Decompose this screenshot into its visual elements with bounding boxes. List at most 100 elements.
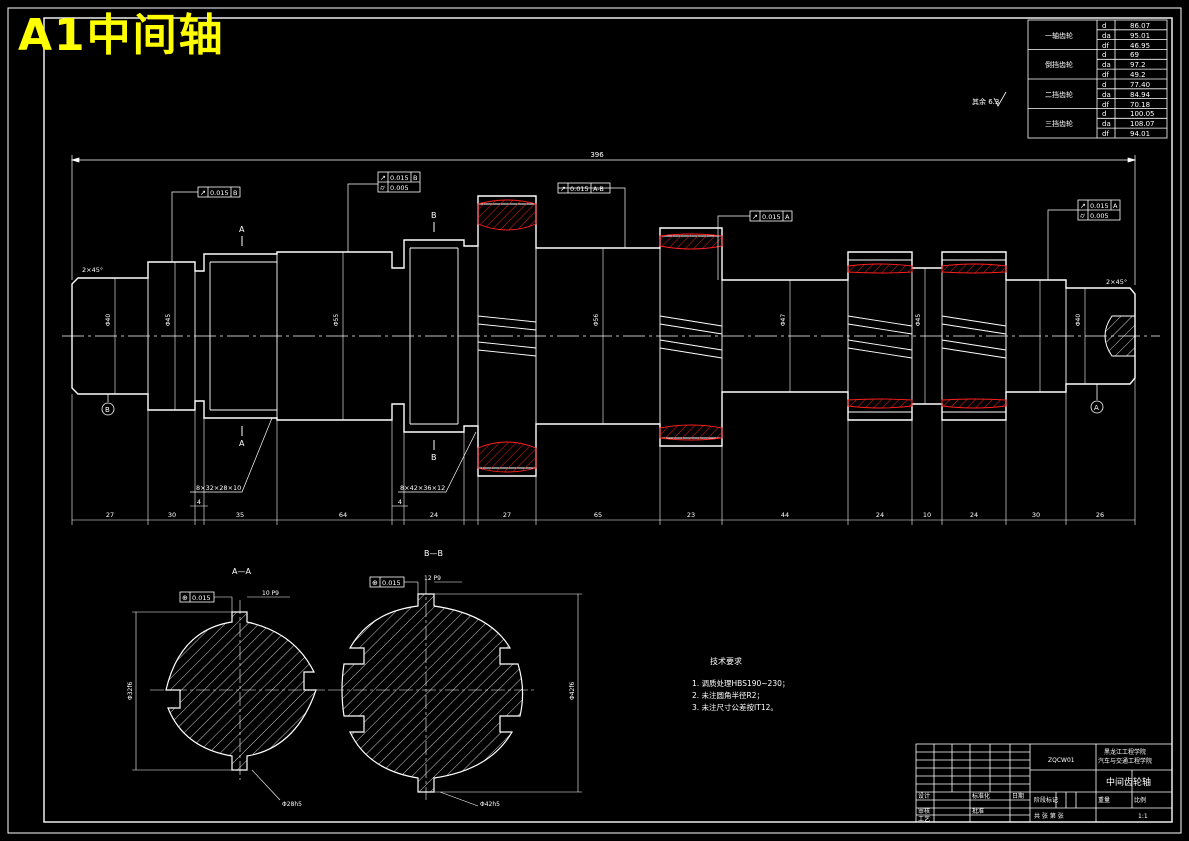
gear-table-text: 一轴齿轮 倒挡齿轮 二挡齿轮 三挡齿轮 d 86.07 da 95.01 df … [1045, 22, 1155, 138]
section-bb-title: B—B [424, 549, 443, 558]
gear-param: d [1102, 110, 1106, 118]
svg-text:4: 4 [398, 498, 402, 506]
tech-req-title: 技术要求 [710, 656, 742, 666]
svg-text:↗: ↗ [1080, 202, 1086, 210]
gear-value: 46.95 [1130, 42, 1150, 50]
svg-text:10: 10 [923, 511, 931, 519]
svg-text:⊕: ⊕ [372, 579, 378, 587]
spline-callout: 8×32×28×10 [196, 484, 241, 492]
tolerance-frame: ↗ 0.015 B [197, 186, 241, 198]
diameter-label: Φ56 [593, 314, 600, 327]
gear-group-label: 三挡齿轮 [1045, 119, 1073, 128]
gear-group-label: 倒挡齿轮 [1045, 60, 1073, 69]
diameter-label: Φ45 [915, 314, 922, 327]
outer-border [7, 7, 1182, 834]
tolerance-frame: ↗ 0.015 B ⌭ 0.005 [377, 171, 421, 193]
svg-text:26: 26 [1096, 511, 1104, 519]
svg-text:4: 4 [197, 498, 201, 506]
diameter-label: Φ40 [105, 314, 112, 327]
gear-value: 69 [1130, 51, 1139, 59]
spline-leaders [190, 417, 477, 493]
date-label: 日期 [1012, 792, 1024, 800]
section-aa-title: A—A [232, 567, 251, 576]
gear-param: da [1102, 120, 1111, 128]
gear-value: 84.94 [1130, 91, 1151, 99]
tech-req-item: 3. 未注尺寸公差按IT12。 [692, 702, 778, 712]
svg-text:27: 27 [503, 511, 511, 519]
diameter-dims [114, 248, 1086, 424]
svg-text:⌭: ⌭ [1080, 212, 1085, 220]
gear-value: 77.40 [1130, 81, 1150, 89]
svg-text:0.015: 0.015 [570, 185, 589, 193]
chamfer-label: 2×45° [82, 266, 103, 274]
bottom-dimension-labels: 27 30 4 35 64 4 24 27 65 23 44 24 10 24 … [106, 498, 1104, 519]
standard-label: 标准化 [972, 792, 990, 800]
gear-data-table [1027, 19, 1168, 139]
gear-value: 86.07 [1130, 22, 1150, 30]
svg-text:0.015: 0.015 [210, 189, 229, 197]
svg-text:A: A [1113, 202, 1118, 210]
part-name: 中间齿轮轴 [1106, 776, 1151, 788]
svg-text:Φ28h5: Φ28h5 [282, 801, 302, 808]
tolerance-frame: ↗ 0.015 A ⌭ 0.005 [1077, 199, 1121, 221]
diameter-label: Φ40 [1075, 314, 1082, 327]
svg-text:↗: ↗ [380, 174, 386, 182]
scale-value: 1:1 [1138, 813, 1148, 820]
svg-text:35: 35 [236, 511, 244, 519]
gear-value: 108.07 [1130, 120, 1155, 128]
tech-req-item: 2. 未注圆角半径R2； [692, 690, 764, 700]
svg-text:0.015: 0.015 [390, 174, 409, 182]
svg-text:↗: ↗ [200, 189, 206, 197]
diameter-label: Φ45 [165, 314, 172, 327]
gear-param: df [1102, 130, 1109, 138]
svg-text:0.005: 0.005 [390, 184, 409, 192]
gear-value: 94.01 [1130, 130, 1150, 138]
svg-text:64: 64 [339, 511, 347, 519]
svg-text:0.015: 0.015 [382, 579, 401, 587]
review-label: 审核 [918, 807, 930, 815]
gear-param: df [1102, 71, 1109, 79]
svg-text:30: 30 [168, 511, 176, 519]
svg-text:↗: ↗ [752, 213, 758, 221]
center-hole [1104, 315, 1136, 357]
overall-dimension [70, 155, 1137, 285]
gear-value: 49.2 [1130, 71, 1146, 79]
svg-text:0.015: 0.015 [192, 594, 211, 602]
gear-param: da [1102, 61, 1111, 69]
svg-text:Φ42f6: Φ42f6 [569, 682, 576, 700]
sheet-info: 共 张 第 张 [1034, 812, 1064, 820]
svg-text:⌭: ⌭ [380, 184, 385, 192]
tech-req-item: 1. 调质处理HBS190~230； [692, 678, 789, 688]
tolerance-leaders [147, 183, 1078, 280]
svg-text:44: 44 [781, 511, 789, 519]
svg-text:24: 24 [970, 511, 978, 519]
section-cut-markers [241, 222, 435, 450]
svg-text:↗: ↗ [560, 185, 566, 193]
title-block [915, 743, 1173, 823]
svg-text:23: 23 [687, 511, 695, 519]
diameter-label: Φ55 [333, 314, 340, 327]
technical-requirements: 技术要求 1. 调质处理HBS190~230； 2. 未注圆角半径R2； 3. … [692, 656, 789, 712]
svg-text:0.015: 0.015 [1090, 202, 1109, 210]
spline-callout: 8×42×36×12 [400, 484, 445, 492]
svg-text:0.015: 0.015 [762, 213, 781, 221]
datum-a: A [1090, 384, 1104, 414]
svg-text:30: 30 [1032, 511, 1040, 519]
section-label-a-top: A [239, 225, 245, 234]
school-name: 黑龙江工程学院 [1104, 748, 1146, 756]
svg-text:B: B [233, 189, 237, 197]
section-label-b-top: B [431, 211, 437, 220]
gear-group-label: 二挡齿轮 [1045, 90, 1073, 99]
diameter-labels: Φ40 Φ45 Φ55 Φ56 Φ47 Φ45 Φ40 [105, 314, 1082, 327]
svg-text:Φ32f6: Φ32f6 [127, 682, 134, 700]
gear-value: 100.05 [1130, 110, 1155, 118]
gear-param: df [1102, 42, 1109, 50]
gear-group-label: 一轴齿轮 [1045, 31, 1073, 40]
svg-text:27: 27 [106, 511, 114, 519]
approve-label: 批准 [972, 807, 984, 815]
gear-param: df [1102, 101, 1109, 109]
stage-label: 阶段标记 [1034, 796, 1058, 804]
chamfer-label: 2×45° [1106, 278, 1127, 286]
title-block-text: ZQCW01 黑龙江工程学院 汽车与交通工程学院 中间齿轮轴 阶段标记 重量 比… [918, 748, 1152, 823]
